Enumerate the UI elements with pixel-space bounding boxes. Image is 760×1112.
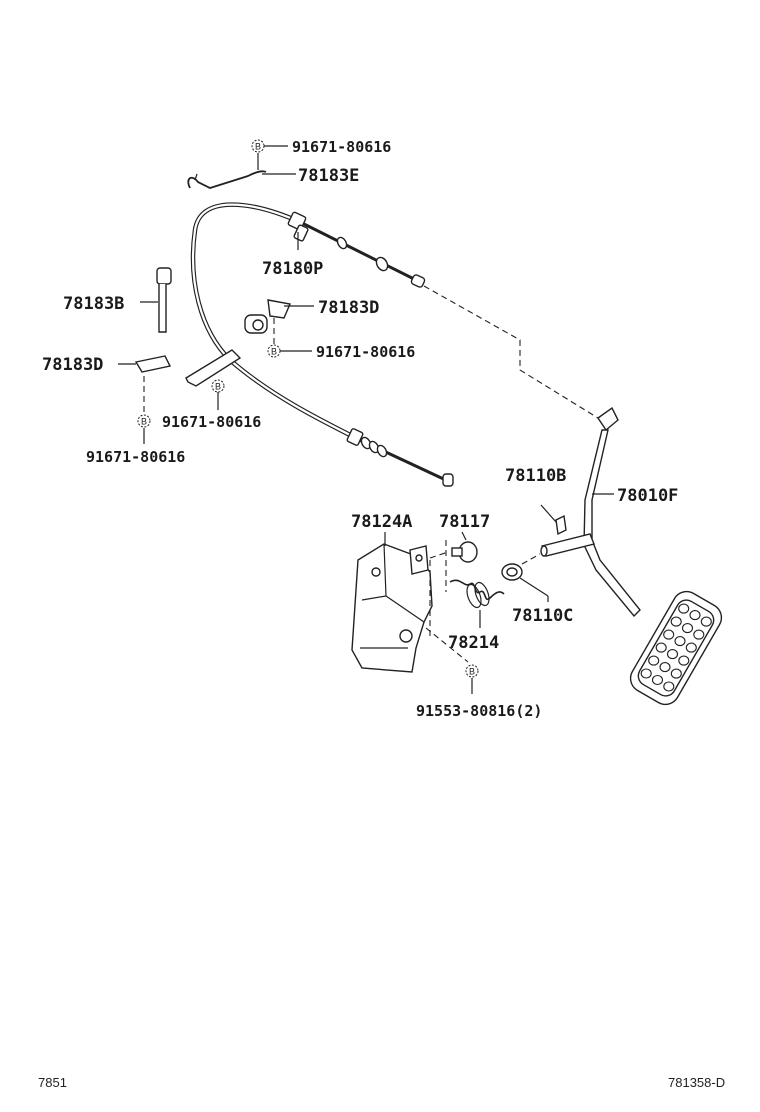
svg-text:B: B	[469, 667, 475, 677]
bracket-78183d-left	[134, 349, 242, 387]
bolt-callout-icon: B	[137, 414, 151, 428]
pedal-pad-bump	[674, 636, 686, 647]
pedal-pad-bump	[689, 610, 701, 621]
label-78117: 78117	[439, 512, 490, 532]
pedal-pad-bump	[648, 655, 660, 666]
label-78010f: 78010F	[617, 486, 678, 506]
label-78183d-right: 78183D	[318, 298, 379, 318]
pedal-pad-bump	[655, 642, 667, 653]
label-78183b: 78183B	[63, 294, 124, 314]
pedal-pad-bump	[681, 623, 694, 634]
pedal-pad-bump	[678, 603, 690, 614]
label-bolt-top: 91671-80616	[292, 138, 391, 156]
pedal-pad-grid	[640, 603, 712, 692]
svg-text:B: B	[271, 347, 277, 357]
shaft-78110b	[540, 514, 595, 557]
pedal-pad-bump	[700, 616, 712, 627]
clamp-78183b	[156, 267, 172, 333]
pedal-pad-bump	[670, 668, 682, 679]
clip-78183e	[187, 170, 267, 189]
label-bolt-bottom: 91553-80816(2)	[416, 702, 542, 720]
footer-left-code: 7851	[38, 1075, 67, 1090]
assembly-leader-1	[429, 551, 449, 559]
label-78183d-left: 78183D	[42, 355, 103, 375]
leader-lines	[118, 145, 614, 694]
svg-text:B: B	[255, 142, 261, 152]
bracket-78124a	[351, 543, 433, 673]
label-78124a: 78124A	[351, 512, 412, 532]
bolt-callout-icon: B	[211, 379, 225, 393]
pedal-pad-bump	[678, 655, 690, 666]
label-78214: 78214	[448, 633, 499, 653]
spring-78214	[449, 579, 505, 609]
label-bolt-mid: 91671-80616	[162, 413, 261, 431]
stopper-78117	[451, 541, 478, 563]
cable-to-pedal-leader	[423, 285, 599, 419]
bolt-callout-icon: B	[465, 664, 479, 678]
bolt-callout-icon: B	[251, 139, 265, 153]
accelerator-cable	[190, 202, 454, 487]
pedal-pad-bump	[659, 662, 671, 673]
svg-text:B: B	[141, 417, 147, 427]
label-bolt-left: 91671-80616	[86, 448, 185, 466]
pedal-pad-bump	[693, 629, 705, 640]
svg-text:B: B	[215, 382, 221, 392]
pedal-pad-bump	[651, 674, 664, 686]
bushing-78110c	[501, 563, 523, 581]
label-78183e: 78183E	[298, 166, 359, 186]
footer-right-code: 781358-D	[668, 1075, 725, 1090]
label-78110b: 78110B	[505, 466, 566, 486]
pedal-pad-bump	[640, 668, 652, 679]
bracket-78183d-right	[244, 299, 291, 334]
assembly-leader-5	[521, 553, 541, 565]
assembly-leader-4	[425, 627, 469, 663]
pedal-pad-bump	[670, 616, 682, 627]
pedal-pad-bump	[666, 649, 679, 660]
bolt-callout-icon: B	[267, 344, 281, 358]
label-bolt-mid-right: 91671-80616	[316, 343, 415, 361]
pedal-pad-bump	[685, 642, 697, 653]
pedal-pad-bump	[663, 681, 675, 692]
label-78110c: 78110C	[512, 606, 573, 626]
label-78180p: 78180P	[262, 259, 323, 279]
accelerator-pedal-78010f	[583, 406, 723, 706]
pedal-pad-bump	[663, 629, 675, 640]
